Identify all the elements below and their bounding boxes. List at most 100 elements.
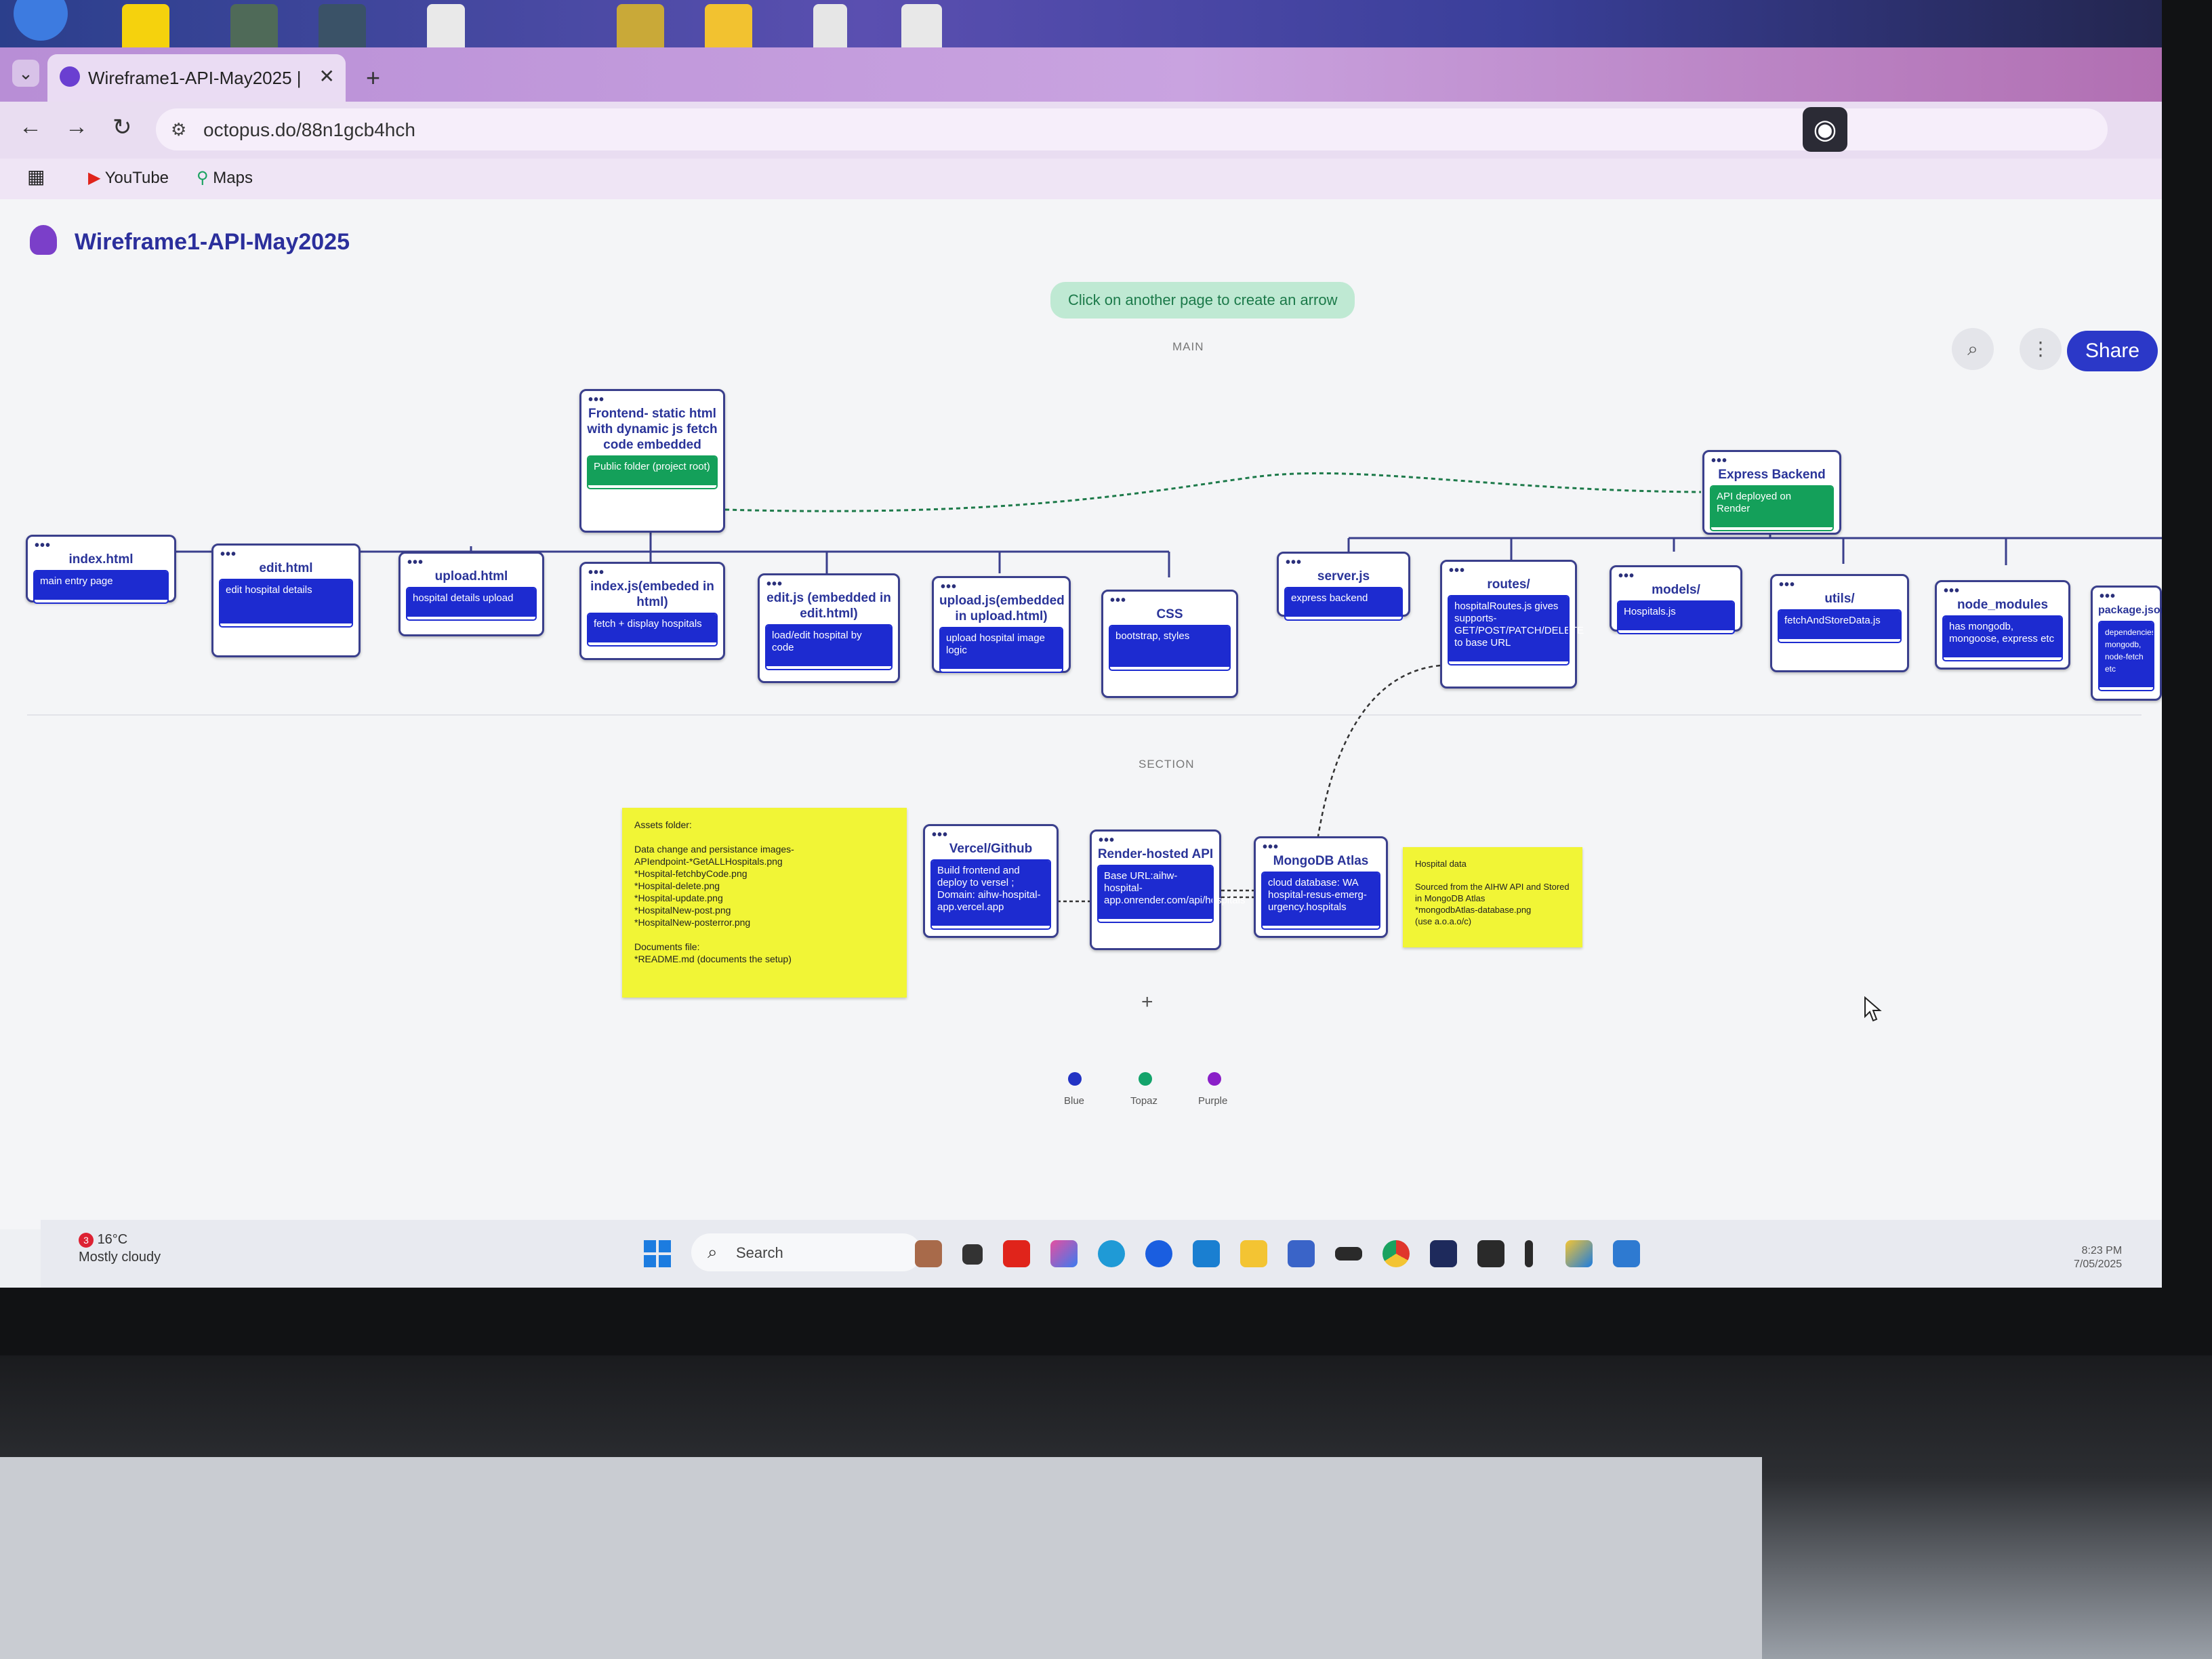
- section-divider: [27, 714, 2142, 716]
- reload-icon[interactable]: ↻: [112, 115, 132, 140]
- card-menu-icon[interactable]: •••: [1449, 563, 1466, 578]
- card-menu-icon[interactable]: •••: [35, 538, 52, 553]
- task-view-icon[interactable]: [962, 1244, 983, 1265]
- address-bar[interactable]: ⚙ octopus.do/88n1gcb4hch: [156, 108, 2108, 150]
- widget-icon[interactable]: [915, 1240, 942, 1267]
- tab-title: Wireframe1-API-May2025 | Oct: [88, 67, 305, 88]
- new-tab-button[interactable]: +: [366, 64, 381, 91]
- bing-b-icon[interactable]: [1430, 1240, 1457, 1267]
- page-card-routes[interactable]: ••• routes/ hospitalRoutes.js gives supp…: [1440, 560, 1584, 689]
- back-icon[interactable]: ←: [19, 114, 42, 140]
- card-menu-icon[interactable]: •••: [1944, 583, 1961, 598]
- page-card-css[interactable]: ••• CSS bootstrap, styles: [1101, 590, 1238, 698]
- card-body: Hospitals.js: [1617, 600, 1735, 634]
- page-card-vercel-github[interactable]: ••• Vercel/Github Build frontend and dep…: [923, 824, 1059, 938]
- card-menu-icon[interactable]: •••: [588, 565, 605, 580]
- card-menu-icon[interactable]: •••: [588, 392, 605, 407]
- app-icon[interactable]: [1613, 1240, 1640, 1267]
- search-icon[interactable]: ⌕: [1952, 328, 1994, 370]
- chrome-icon[interactable]: [1382, 1240, 1410, 1267]
- card-title: Frontend- static html with dynamic js fe…: [587, 407, 718, 452]
- page-card-edit-js[interactable]: ••• edit.js (embedded in edit.html) load…: [758, 573, 900, 683]
- more-options-icon[interactable]: ⋮: [2020, 328, 2062, 370]
- sticky-note-hospital-data[interactable]: Hospital data Sourced from the AIHW API …: [1403, 847, 1582, 947]
- weather-widget[interactable]: 3 16°C Mostly cloudy: [79, 1231, 161, 1266]
- card-body: load/edit hospital by code: [765, 624, 893, 670]
- octopus-logo-icon: [30, 225, 57, 255]
- card-menu-icon[interactable]: •••: [2100, 589, 2116, 604]
- site-info-icon[interactable]: ⚙: [171, 119, 187, 140]
- card-menu-icon[interactable]: •••: [220, 547, 237, 562]
- sticky-note-assets[interactable]: Assets folder: Data change and persistan…: [622, 808, 907, 998]
- page-card-render-api[interactable]: ••• Render-hosted API Base URL:aihw-hosp…: [1090, 830, 1245, 950]
- file-explorer-icon[interactable]: [1240, 1240, 1267, 1267]
- page-card-frontend[interactable]: ••• Frontend- static html with dynamic j…: [579, 389, 725, 533]
- laptop-surface: [0, 1457, 1762, 1659]
- clock-date: 7/05/2025: [2074, 1258, 2123, 1270]
- forward-icon[interactable]: →: [65, 114, 88, 140]
- taskbar-search[interactable]: ⌕ Search: [691, 1233, 922, 1271]
- swatch-label: Topaz: [1130, 1095, 1158, 1107]
- page-card-index-js[interactable]: ••• index.js(embeded in html) fetch + di…: [579, 562, 725, 660]
- card-title: index.js(embeded in html): [590, 579, 714, 609]
- card-menu-icon[interactable]: •••: [1286, 555, 1303, 570]
- card-menu-icon[interactable]: •••: [941, 579, 958, 594]
- bookmark-youtube[interactable]: ▶ YouTube: [88, 168, 169, 188]
- vscode-icon[interactable]: [1193, 1240, 1220, 1267]
- card-menu-icon[interactable]: •••: [766, 577, 783, 592]
- windows-start-icon[interactable]: [644, 1240, 671, 1267]
- page-card-models[interactable]: ••• models/ Hospitals.js: [1610, 565, 1742, 634]
- color-swatch-purple[interactable]: [1208, 1072, 1221, 1086]
- page-card-upload-js[interactable]: ••• upload.js(embedded in upload.html) u…: [932, 576, 1071, 673]
- page-card-package-json[interactable]: ••• package.json dependencies- mongodb, …: [2091, 586, 2162, 701]
- page-card-mongodb-atlas[interactable]: ••• MongoDB Atlas cloud database: WA hos…: [1254, 836, 1388, 938]
- bookmark-label: Maps: [213, 169, 253, 187]
- copilot-icon[interactable]: [1050, 1240, 1078, 1267]
- taskbar: 3 16°C Mostly cloudy ⌕ Search: [41, 1220, 2162, 1288]
- page-card-express-backend[interactable]: ••• Express Backend API deployed on Rend…: [1702, 450, 1841, 535]
- card-menu-icon[interactable]: •••: [1711, 453, 1728, 468]
- bookmark-maps[interactable]: ⚲ Maps: [197, 168, 253, 188]
- system-clock[interactable]: 8:23 PM 7/05/2025: [2074, 1244, 2122, 1271]
- card-menu-icon[interactable]: •••: [407, 555, 424, 570]
- card-title: node_modules: [1957, 598, 2049, 612]
- zoom-icon[interactable]: [1145, 1240, 1172, 1267]
- card-menu-icon[interactable]: •••: [1618, 569, 1635, 583]
- share-button[interactable]: Share: [2067, 331, 2158, 371]
- tab-search-chevron-icon[interactable]: ⌄: [12, 60, 39, 87]
- store-icon[interactable]: [1288, 1240, 1315, 1267]
- edge-icon[interactable]: [1098, 1240, 1125, 1267]
- apps-grid-icon[interactable]: ▦: [27, 166, 45, 187]
- chrome-desktop-icon[interactable]: [14, 0, 68, 41]
- close-tab-icon[interactable]: ✕: [319, 66, 335, 87]
- url-text[interactable]: octopus.do/88n1gcb4hch: [203, 119, 415, 140]
- color-swatch-topaz[interactable]: [1139, 1072, 1152, 1086]
- tab-bar: ⌄ Wireframe1-API-May2025 | Oct ✕ +: [0, 47, 2162, 102]
- youtube-app-icon[interactable]: [1003, 1240, 1030, 1267]
- page-card-node-modules[interactable]: ••• node_modules has mongodb, mongoose, …: [1935, 580, 2070, 670]
- add-page-button[interactable]: +: [1141, 991, 1153, 1013]
- project-title[interactable]: Wireframe1-API-May2025: [75, 229, 350, 255]
- dropbox-icon[interactable]: [1477, 1240, 1504, 1267]
- tab-wireframe[interactable]: Wireframe1-API-May2025 | Oct ✕: [47, 54, 346, 102]
- profile-avatar-icon[interactable]: ◉: [1803, 107, 1847, 152]
- card-menu-icon[interactable]: •••: [932, 827, 949, 842]
- card-menu-icon[interactable]: •••: [1779, 577, 1796, 592]
- page-card-upload-html[interactable]: ••• upload.html hospital details upload: [398, 552, 544, 636]
- page-card-utils[interactable]: ••• utils/ fetchAndStoreData.js: [1770, 574, 1909, 672]
- card-menu-icon[interactable]: •••: [1099, 833, 1115, 848]
- card-menu-icon[interactable]: •••: [1110, 593, 1127, 608]
- page-card-edit-html[interactable]: ••• edit.html edit hospital details: [211, 544, 361, 657]
- card-body: API deployed on Render: [1710, 485, 1834, 531]
- color-swatch-blue[interactable]: [1068, 1072, 1082, 1086]
- amazon-icon[interactable]: [1335, 1247, 1362, 1261]
- main-section-label: MAIN: [1172, 340, 1204, 353]
- page-card-server-js[interactable]: ••• server.js express backend: [1277, 552, 1410, 621]
- page-card-index-html[interactable]: ••• index.html main entry page: [26, 535, 176, 604]
- card-title: package.json: [2098, 605, 2162, 616]
- card-menu-icon[interactable]: •••: [1263, 840, 1279, 855]
- app-icon[interactable]: [1565, 1240, 1593, 1267]
- app-icon[interactable]: [1525, 1240, 1533, 1267]
- card-body: express backend: [1284, 587, 1403, 621]
- card-body: fetch + display hospitals: [587, 613, 718, 647]
